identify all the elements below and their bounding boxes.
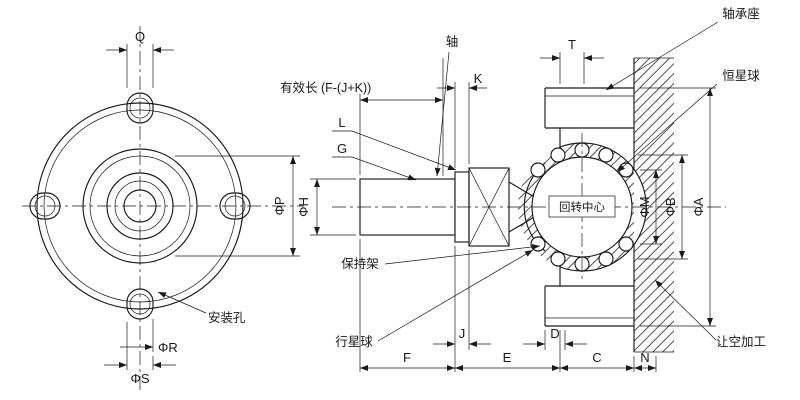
dim-f-label: F (403, 350, 411, 365)
callout-mounting-hole: 安装孔 (157, 291, 246, 325)
front-view: Q ΦP ΦR ΦS 安装孔 (22, 26, 304, 390)
dim-b: ΦB (638, 154, 688, 260)
neck-cone-bottom (508, 215, 537, 233)
mounting-hole-top (129, 97, 151, 119)
callout-sun-ball: 恒星球 (616, 69, 760, 173)
dim-a-label: ΦA (691, 197, 706, 216)
dim-r-label: ΦR (158, 340, 178, 355)
dim-b-label: ΦB (663, 197, 678, 216)
effective-length-label: 有效长 (F-(J+K)) (280, 80, 371, 95)
callout-relief: 让空加工 (654, 279, 766, 349)
dim-n-label: N (640, 350, 649, 365)
dim-h-label: ΦH (296, 197, 311, 217)
dim-h: ΦH (296, 178, 356, 236)
dim-p-label: ΦP (272, 196, 287, 215)
dim-e-label: E (503, 350, 512, 365)
shaft-label: 轴 (446, 34, 459, 49)
section-view: 回转中心 轴 T 有效长 (F-(J+K)) K (280, 6, 766, 372)
dim-t: T (540, 37, 604, 84)
dim-c-label: C (592, 350, 601, 365)
dim-l-label: L (338, 115, 345, 130)
bearing-housing (544, 87, 647, 327)
callout-planet-ball: 行星球 (335, 249, 534, 349)
ball-cavity-arc (559, 142, 647, 272)
planet-ball-label: 行星球 (335, 335, 373, 349)
dim-k-label: K (474, 71, 483, 86)
sun-ball-label: 恒星球 (722, 69, 760, 83)
rotation-center-callout: 回转中心 (548, 195, 616, 218)
dim-j: J (433, 246, 491, 372)
mounting-slot-top (126, 92, 154, 124)
dim-q: Q (106, 29, 174, 88)
callout-cage: 保持架 (341, 243, 541, 271)
dim-q-label: Q (135, 29, 145, 44)
dim-d-label: D (550, 326, 559, 341)
dim-d: D (523, 326, 587, 350)
dim-bottom-row: F E C N (359, 239, 657, 372)
dim-a: ΦA (640, 87, 716, 327)
neck-cone-top (508, 181, 537, 199)
dim-s: ΦS (104, 322, 176, 386)
dim-m: ΦM (637, 169, 662, 245)
dim-effective-length: 有效长 (F-(J+K)) (280, 58, 444, 176)
callout-bearing-seat: 轴承座 (605, 6, 760, 91)
dim-p: ΦP (175, 155, 300, 257)
dim-m-label: ΦM (637, 196, 652, 217)
dim-r: ΦR (120, 319, 178, 355)
dim-t-label: T (568, 37, 576, 52)
dim-s-label: ΦS (130, 371, 149, 386)
mounting-hole-label: 安装孔 (208, 310, 246, 325)
front-centerlines (22, 26, 304, 390)
rotation-center-label: 回转中心 (559, 200, 605, 214)
dim-g-label: G (337, 141, 347, 156)
bearing-seat-label: 轴承座 (722, 6, 760, 21)
dim-g: G (332, 141, 417, 181)
dim-l: L (332, 115, 457, 171)
relief-label: 让空加工 (716, 335, 766, 349)
dim-k: K (437, 71, 487, 168)
dim-j-label: J (459, 326, 466, 341)
